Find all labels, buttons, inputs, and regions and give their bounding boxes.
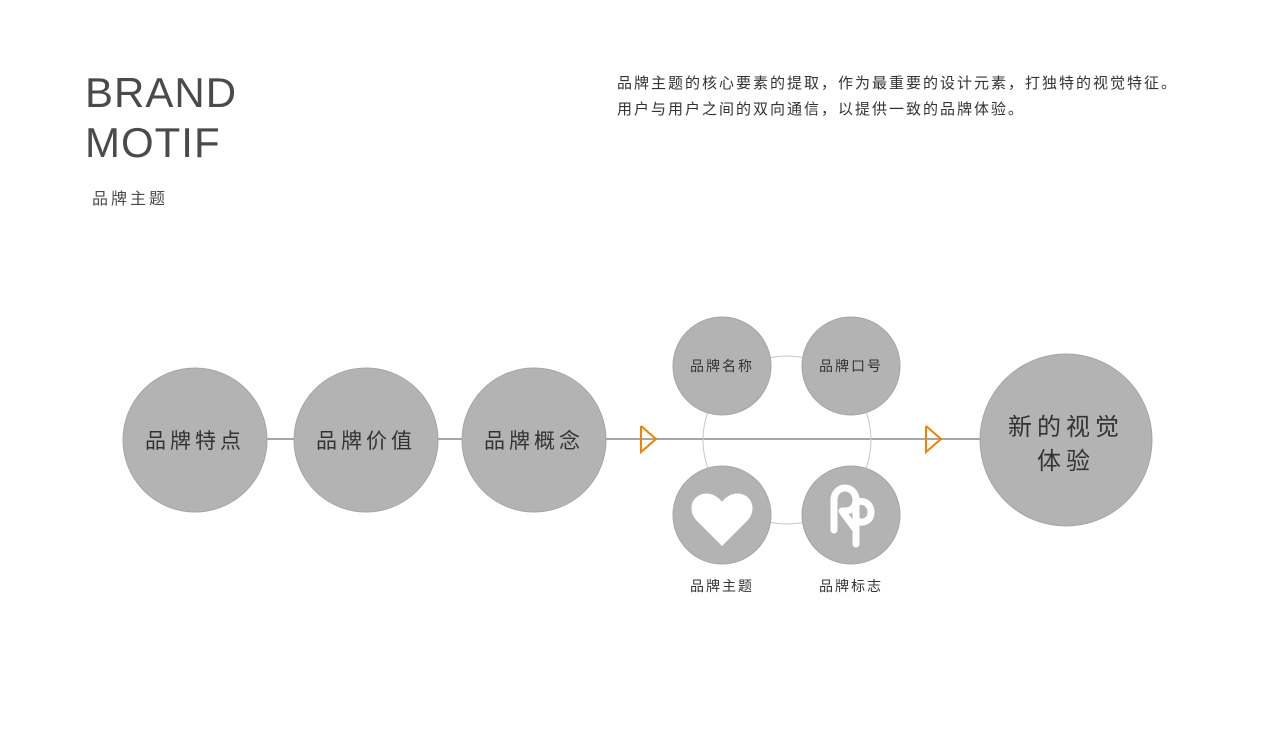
element-caption-logo: 品牌标志 [819, 578, 883, 595]
connector-lines [266, 355, 981, 525]
page-subtitle: 品牌主题 [92, 189, 169, 208]
heart-icon [691, 493, 753, 546]
description-line-1: 品牌主题的核心要素的提取，作为最重要的设计元素，打独特的视觉特征。 [617, 74, 1179, 92]
description-line-2: 用户与用户之间的双向通信，以提供一致的品牌体验。 [617, 100, 1026, 118]
result-label-line-2: 体验 [1037, 447, 1095, 475]
element-caption-motif: 品牌主题 [690, 578, 754, 595]
brand-motif-title: BRAND MOTIF [85, 68, 237, 168]
element-node-motif [672, 465, 772, 565]
element-label: 品牌口号 [819, 358, 883, 375]
step-node-concept: 品牌概念 [461, 367, 607, 513]
rp-logo-icon [830, 484, 875, 548]
description: 品牌主题的核心要素的提取，作为最重要的设计元素，打独特的视觉特征。 用户与用户之… [617, 70, 1237, 122]
title-line-2: MOTIF [85, 119, 221, 166]
result-label-line-1: 新的视觉 [1008, 413, 1124, 441]
element-node-name: 品牌名称 [672, 316, 772, 416]
step-node-value: 品牌价值 [293, 367, 439, 513]
title-line-1: BRAND [85, 69, 238, 116]
arrow-icon [640, 425, 658, 455]
step-node-traits: 品牌特点 [122, 367, 268, 513]
result-node: 新的视觉 体验 [979, 353, 1153, 527]
inner-ring [702, 355, 872, 525]
step-label: 品牌价值 [316, 429, 416, 453]
arrow-icon [925, 425, 943, 455]
element-label: 品牌名称 [690, 358, 754, 375]
element-node-slogan: 品牌口号 [801, 316, 901, 416]
step-label: 品牌概念 [484, 429, 584, 453]
step-label: 品牌特点 [145, 429, 245, 453]
element-node-logo [801, 465, 901, 565]
